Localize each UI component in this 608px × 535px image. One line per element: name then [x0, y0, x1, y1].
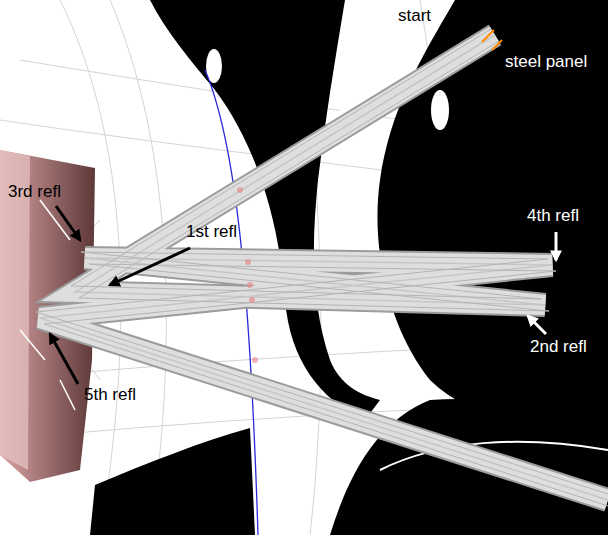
callout-label: 1st refl — [186, 222, 237, 242]
callout-label: 3rd refl — [8, 182, 61, 202]
callout-label: 4th refl — [527, 206, 579, 226]
steel-panel-shape — [90, 428, 255, 535]
ray-beams — [36, 29, 608, 506]
callout-label: 2nd refl — [530, 337, 587, 357]
start-marks — [482, 30, 502, 50]
panel-hole — [335, 70, 355, 114]
callout-label: 5th refl — [84, 385, 136, 405]
callout-label: start — [398, 6, 431, 26]
panel-hole — [431, 90, 449, 130]
leader-arrows — [50, 206, 556, 384]
steel-panel-shape — [377, 0, 608, 445]
hit-marks — [237, 187, 258, 363]
callout-label: steel panel — [505, 52, 587, 72]
